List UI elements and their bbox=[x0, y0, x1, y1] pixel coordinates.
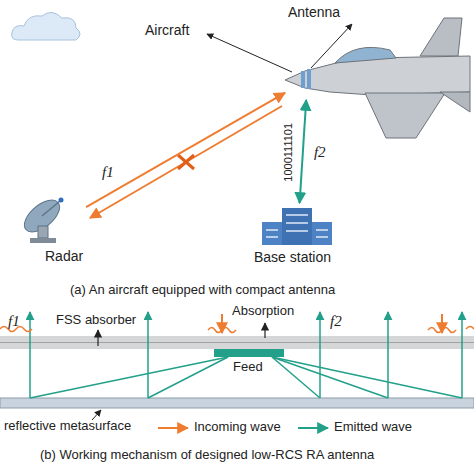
legend-label: Incoming wave bbox=[194, 420, 281, 435]
signal-link bbox=[86, 93, 285, 207]
signal-link bbox=[300, 100, 307, 203]
base-station: Base station bbox=[250, 203, 345, 268]
fss-absorber-band bbox=[0, 336, 474, 349]
reflective-metasurface bbox=[0, 398, 474, 408]
leader-arrow bbox=[207, 34, 292, 72]
node-sublabel: Antenna bbox=[288, 4, 340, 20]
effect-label: Absorption bbox=[232, 304, 294, 319]
node-label: Feed bbox=[233, 360, 263, 375]
radar-station: Radar bbox=[15, 190, 86, 265]
legend-label: Emitted wave bbox=[334, 420, 412, 435]
node-label: Base station bbox=[254, 249, 331, 265]
base-station-building bbox=[262, 208, 332, 245]
frequency-label: f2 bbox=[330, 313, 342, 330]
frequency-label: f1 bbox=[8, 313, 20, 330]
leader-arrow bbox=[311, 24, 352, 68]
legend-sample bbox=[298, 427, 328, 429]
radar-dish bbox=[19, 194, 65, 243]
reflected-wave bbox=[90, 106, 282, 218]
blocked-mark bbox=[178, 155, 194, 169]
caption: (a) An aircraft equipped with compact an… bbox=[70, 283, 335, 298]
absorption-arrow bbox=[264, 323, 265, 338]
node-label: Radar bbox=[45, 248, 83, 264]
fss-absorber-line bbox=[0, 342, 474, 343]
frequency-label: f2 bbox=[313, 144, 327, 161]
emitted-rays bbox=[30, 312, 462, 398]
pointer-arrow bbox=[97, 330, 98, 346]
frequency-label: f1 bbox=[101, 164, 115, 181]
cloud bbox=[12, 12, 80, 40]
part-label: FSS absorber bbox=[56, 313, 136, 328]
feed-element: Feed bbox=[214, 349, 284, 357]
bit-stream: 1000111101 bbox=[282, 123, 295, 182]
part-label: reflective metasurface bbox=[4, 419, 131, 434]
aircraft: AircraftAntenna bbox=[285, 60, 330, 100]
legend-sample bbox=[158, 427, 188, 429]
node-label: Aircraft bbox=[145, 22, 189, 38]
aircraft-drawing bbox=[285, 18, 470, 138]
caption: (b) Working mechanism of designed low-RC… bbox=[40, 448, 374, 463]
